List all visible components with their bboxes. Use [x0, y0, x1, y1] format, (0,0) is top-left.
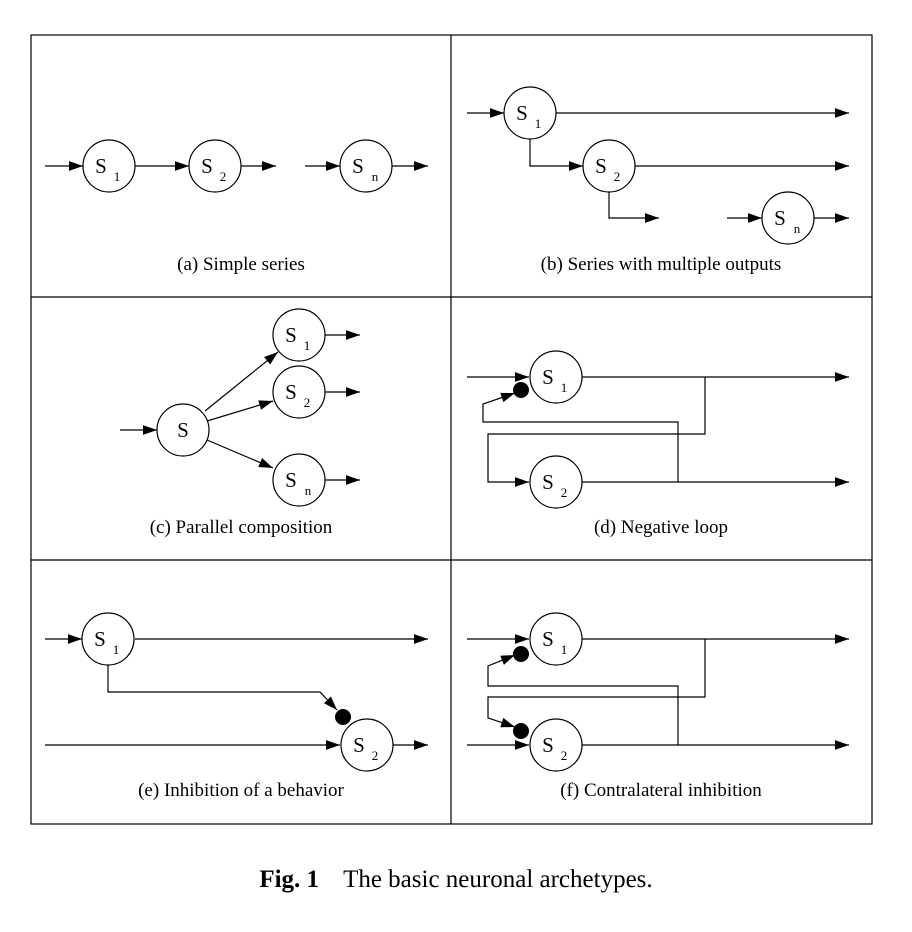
svg-text:n: n [794, 221, 801, 236]
svg-text:S: S [542, 470, 554, 494]
edge [529, 139, 583, 171]
panel-caption-b: (b) Series with multiple outputs [541, 254, 782, 275]
neuron-nodes: S 1 S 2 S n S 1 S 2 S n [81, 86, 815, 772]
neuron-node: S n [272, 453, 326, 507]
panel-caption-f: (f) Contralateral inhibition [560, 780, 762, 801]
svg-text:2: 2 [372, 748, 379, 763]
panel-caption-e: (e) Inhibition of a behavior [138, 780, 344, 801]
neuron-node: S 2 [272, 365, 326, 419]
neuron-node: S n [339, 139, 393, 193]
figure-caption: Fig. 1 The basic neuronal archetypes. [0, 866, 912, 894]
edge [487, 654, 679, 745]
figure-number: Fig. 1 [259, 866, 320, 893]
edge [608, 192, 659, 223]
svg-text:1: 1 [561, 380, 568, 395]
svg-text:1: 1 [535, 116, 542, 131]
svg-text:S: S [542, 627, 554, 651]
svg-text:S: S [285, 468, 297, 492]
neuron-node: S 1 [503, 86, 557, 140]
svg-text:S: S [774, 206, 786, 230]
svg-text:S: S [353, 733, 365, 757]
svg-text:S: S [516, 101, 528, 125]
neuron-node: S 1 [529, 350, 583, 404]
svg-text:S: S [177, 418, 189, 442]
panel-grid [30, 34, 873, 825]
archetype-figure: S 1 S 2 S n S 1 S 2 S n [30, 34, 873, 825]
panel-captions: (a) Simple series (b) Series with multip… [138, 254, 781, 801]
panel-caption-d: (d) Negative loop [594, 517, 728, 538]
svg-text:2: 2 [304, 395, 311, 410]
edge [206, 439, 274, 469]
neuron-node: S 1 [82, 139, 136, 193]
svg-text:S: S [94, 627, 106, 651]
edge [206, 400, 274, 422]
neuron-node: S [156, 403, 210, 457]
neuron-node: S 2 [529, 718, 583, 772]
neuron-node: S 2 [188, 139, 242, 193]
svg-text:1: 1 [304, 338, 311, 353]
neuron-node: S 1 [272, 308, 326, 362]
svg-text:n: n [305, 483, 312, 498]
svg-text:S: S [542, 365, 554, 389]
edge [487, 377, 706, 487]
inhibitory-synapse-dot [335, 709, 351, 725]
neuron-node: S 1 [529, 612, 583, 666]
connections [45, 108, 849, 750]
panel-caption-a: (a) Simple series [177, 254, 305, 275]
neuron-node: S 1 [81, 612, 135, 666]
panel-caption-c: (c) Parallel composition [150, 517, 333, 538]
inhibitory-synapse-dot [513, 382, 529, 398]
inhibitory-synapse-dot [513, 723, 529, 739]
svg-text:2: 2 [614, 169, 621, 184]
svg-text:1: 1 [561, 642, 568, 657]
inhibitory-synapse-dot [513, 646, 529, 662]
edge [482, 392, 679, 482]
inhibitory-synapses [335, 382, 529, 739]
svg-text:S: S [285, 323, 297, 347]
svg-text:1: 1 [113, 642, 120, 657]
neuron-node: S 2 [582, 139, 636, 193]
svg-text:2: 2 [220, 169, 227, 184]
edge [487, 639, 706, 728]
svg-text:2: 2 [561, 748, 568, 763]
svg-text:1: 1 [114, 169, 121, 184]
svg-text:S: S [201, 154, 213, 178]
svg-text:S: S [542, 733, 554, 757]
neuron-node: S 2 [529, 455, 583, 509]
svg-text:S: S [95, 154, 107, 178]
svg-text:S: S [352, 154, 364, 178]
svg-text:S: S [285, 380, 297, 404]
svg-text:2: 2 [561, 485, 568, 500]
svg-text:S: S [595, 154, 607, 178]
edge [204, 351, 279, 412]
edge [107, 665, 338, 711]
figure-title: The basic neuronal archetypes. [343, 866, 653, 893]
neuron-node: S n [761, 191, 815, 245]
svg-text:n: n [372, 169, 379, 184]
neuron-node: S 2 [340, 718, 394, 772]
